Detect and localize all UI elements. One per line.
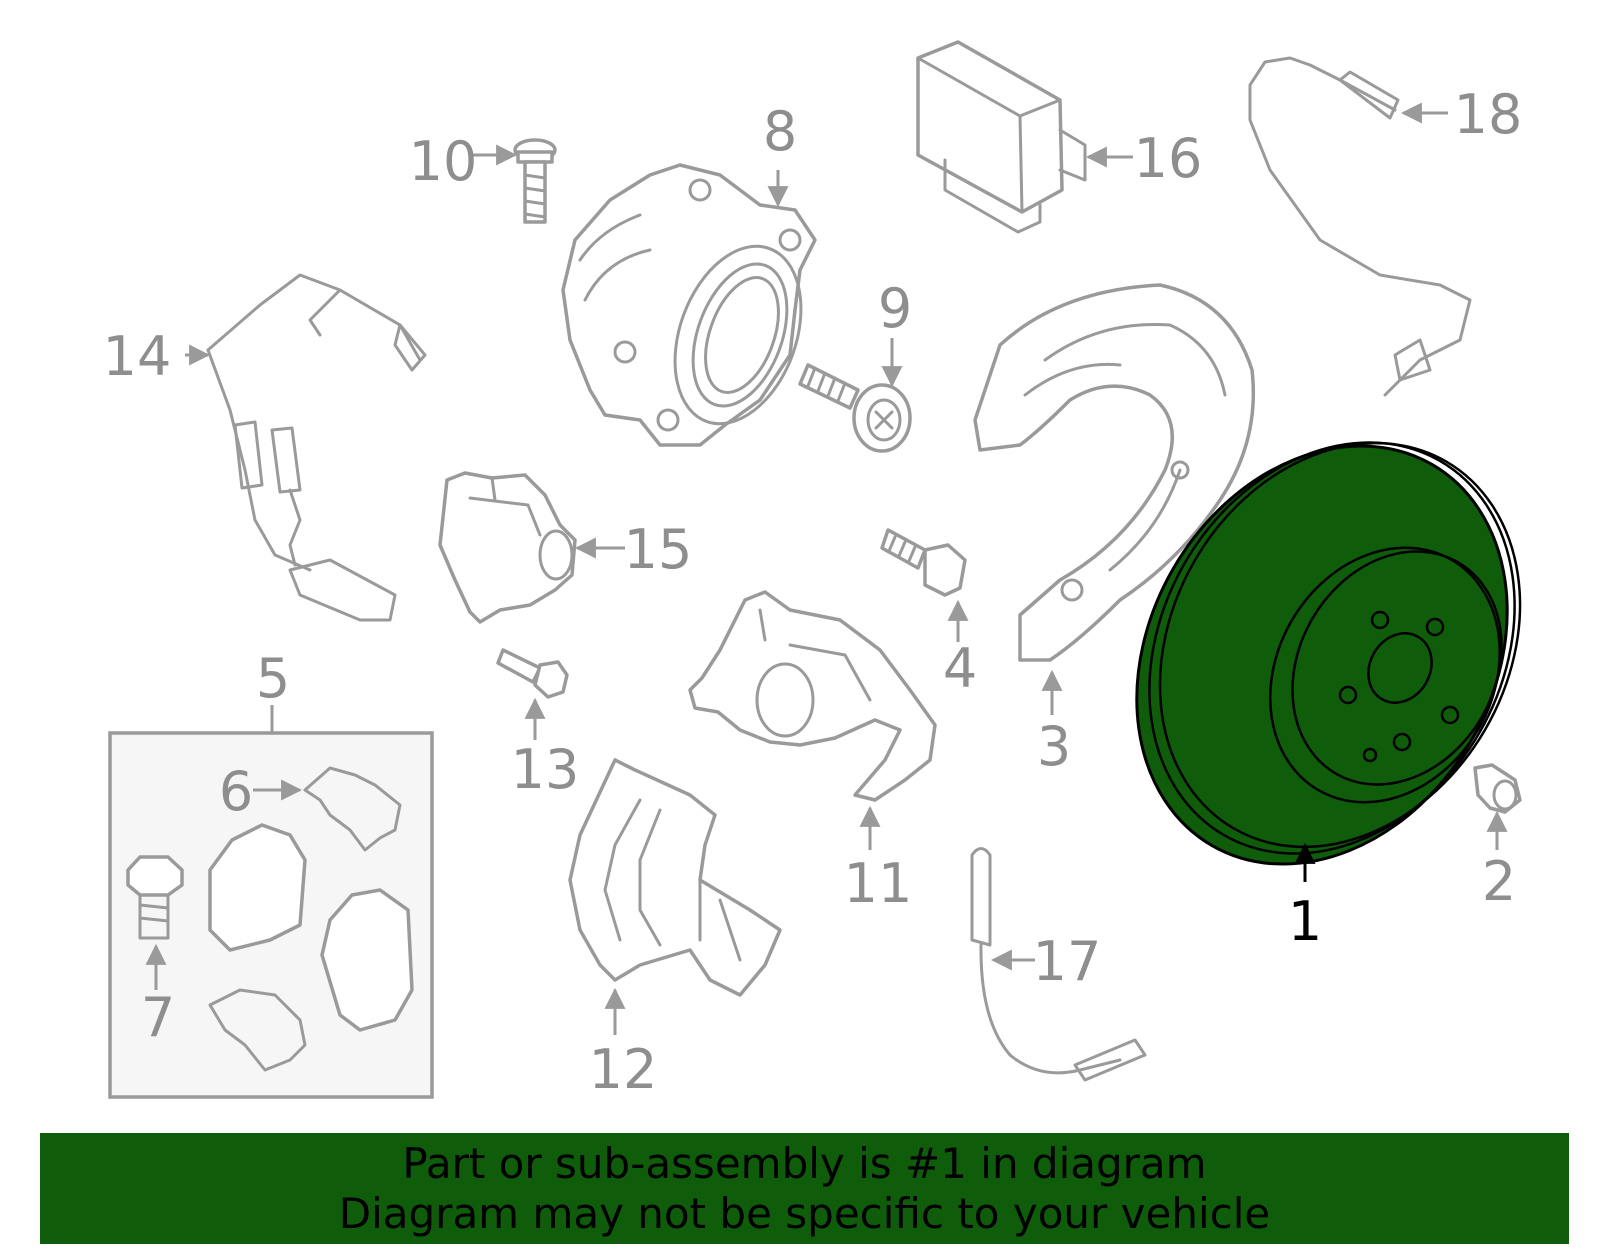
part-11-caliper-housing [688, 590, 937, 802]
callout-14: 14 [103, 325, 172, 388]
part-3-dust-shield [973, 283, 1256, 662]
callout-numbers: 1 2 3 4 5 6 7 8 9 10 11 12 13 14 15 16 1… [103, 83, 1523, 1101]
part-13-bolt [496, 648, 569, 699]
part-12-caliper-carrier [568, 758, 782, 997]
callout-17: 17 [1033, 930, 1102, 993]
part-15-actuator [438, 471, 577, 624]
part-9-stud [798, 363, 912, 453]
callout-2: 2 [1482, 850, 1516, 913]
banner-line-part: Part or sub-assembly is #1 in diagram [402, 1138, 1207, 1188]
callout-18: 18 [1454, 83, 1523, 146]
callout-10: 10 [409, 130, 478, 193]
callout-12: 12 [589, 1038, 658, 1101]
part-8-hub-bearing [561, 163, 817, 447]
part-14-sensor-wire [206, 273, 427, 622]
callout-1: 1 [1288, 890, 1322, 953]
part-1-brake-rotor [1135, 441, 1522, 866]
part-10-bolt [513, 138, 557, 224]
notice-banner: Part or sub-assembly is #1 in diagram Di… [40, 1133, 1569, 1244]
callout-11: 11 [844, 852, 913, 915]
callout-leaders [145, 102, 1508, 1035]
part-18-wear-sensor [1248, 56, 1472, 397]
callout-9: 9 [878, 277, 912, 340]
callout-5: 5 [256, 647, 290, 710]
part-5-pad-kit [108, 731, 434, 1099]
callout-7: 7 [141, 986, 175, 1049]
callout-3: 3 [1037, 715, 1071, 778]
callout-15: 15 [624, 518, 693, 581]
part-2-screw [1473, 763, 1522, 814]
callout-16: 16 [1134, 127, 1203, 190]
part-17-wear-sensor [970, 847, 1147, 1082]
part-16-control-module [916, 40, 1087, 234]
callout-6: 6 [219, 760, 253, 823]
callout-4: 4 [943, 637, 977, 700]
callout-13: 13 [511, 738, 580, 801]
part-4-bolt [880, 528, 967, 597]
callout-8: 8 [763, 100, 797, 163]
banner-line-disclaimer: Diagram may not be specific to your vehi… [338, 1188, 1271, 1238]
